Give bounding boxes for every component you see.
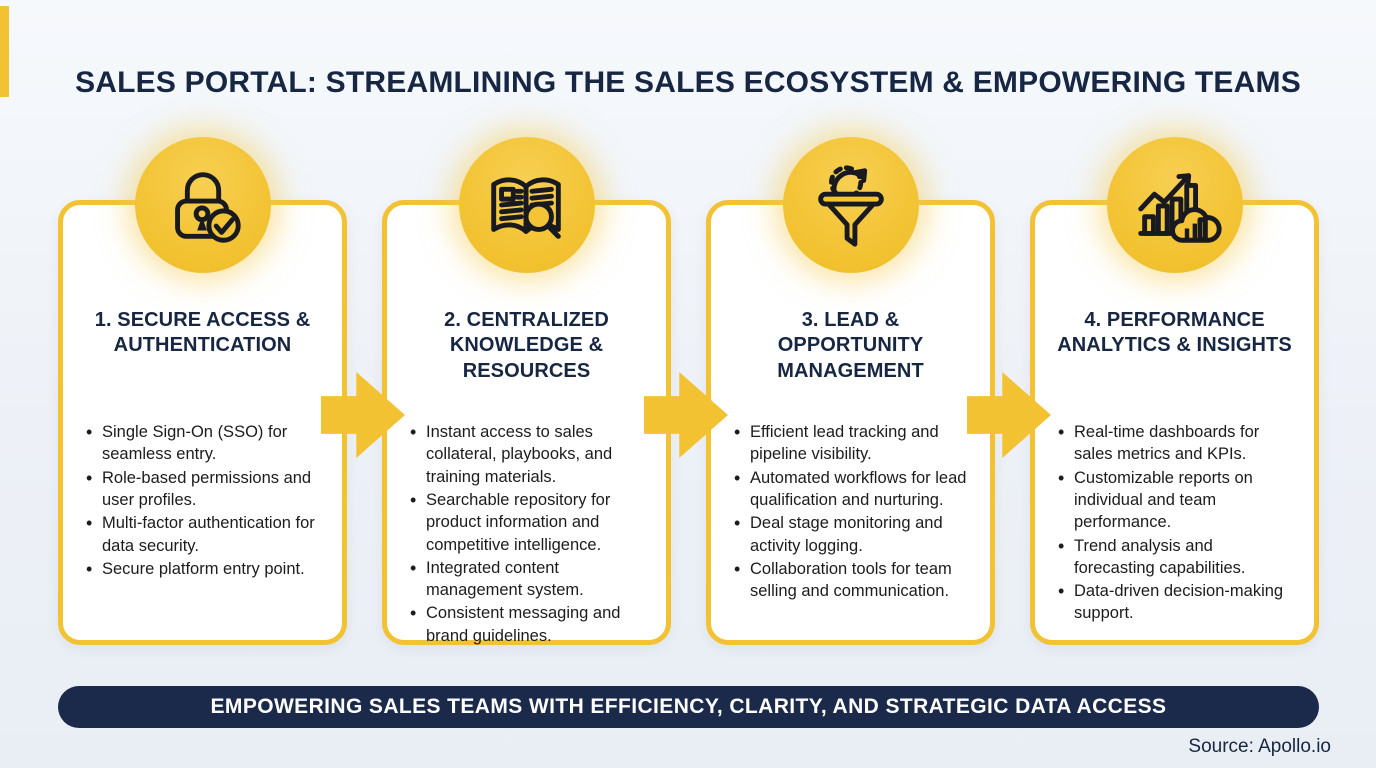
bullet-item: Role-based permissions and user profiles… [86, 466, 321, 512]
page-title: SALES PORTAL: STREAMLINING THE SALES ECO… [75, 66, 1301, 100]
card-bullets: Instant access to sales collateral, play… [408, 420, 645, 647]
bullet-item: Secure platform entry point. [86, 557, 321, 582]
analytics-cloud-icon [1106, 137, 1243, 273]
bullet-item: Single Sign-On (SSO) for seamless entry. [86, 420, 321, 466]
card-lead-management: 3. LEAD & OPPORTUNITY MANAGEMENT Efficie… [706, 137, 995, 645]
bullet-item: Collaboration tools for team selling and… [734, 557, 969, 603]
bullet-item: Data-driven decision-making support. [1058, 579, 1293, 625]
card-title: 4. PERFORMANCE ANALYTICS & INSIGHTS [1057, 308, 1292, 357]
bullet-item: Searchable repository for product inform… [410, 488, 645, 556]
cards-row: 1. SECURE ACCESS & AUTHENTICATION Single… [58, 137, 1319, 647]
card-title: 2. CENTRALIZED KNOWLEDGE & RESOURCES [444, 308, 609, 382]
bullet-item: Real-time dashboards for sales metrics a… [1058, 420, 1293, 466]
source-credit: Source: Apollo.io [1188, 736, 1331, 757]
card-centralized-knowledge: 2. CENTRALIZED KNOWLEDGE & RESOURCES Ins… [382, 137, 671, 647]
card-bullets: Real-time dashboards for sales metrics a… [1056, 420, 1293, 625]
bullet-item: Multi-factor authentication for data sec… [86, 511, 321, 557]
card-title: 1. SECURE ACCESS & AUTHENTICATION [94, 308, 311, 357]
card-secure-access: 1. SECURE ACCESS & AUTHENTICATION Single… [58, 137, 347, 645]
bullet-item: Instant access to sales collateral, play… [410, 420, 645, 488]
bullet-item: Deal stage monitoring and activity loggi… [734, 511, 969, 557]
lock-check-icon [134, 137, 271, 273]
book-search-icon [458, 137, 595, 273]
card-bullets: Efficient lead tracking and pipeline vis… [732, 420, 969, 603]
bullet-item: Trend analysis and forecasting capabilit… [1058, 534, 1293, 580]
funnel-gear-icon [782, 137, 919, 273]
footer-banner: EMPOWERING SALES TEAMS WITH EFFICIENCY, … [58, 686, 1319, 728]
bullet-item: Consistent messaging and brand guideline… [410, 601, 645, 647]
bullet-item: Efficient lead tracking and pipeline vis… [734, 420, 969, 466]
bullet-item: Automated workflows for lead qualificati… [734, 466, 969, 512]
bullet-item: Customizable reports on individual and t… [1058, 466, 1293, 534]
card-title: 3. LEAD & OPPORTUNITY MANAGEMENT [777, 308, 924, 382]
left-accent-bar [0, 6, 9, 97]
card-performance-analytics: 4. PERFORMANCE ANALYTICS & INSIGHTS Real… [1030, 137, 1319, 645]
card-bullets: Single Sign-On (SSO) for seamless entry.… [84, 420, 321, 582]
bullet-item: Integrated content management system. [410, 556, 645, 602]
